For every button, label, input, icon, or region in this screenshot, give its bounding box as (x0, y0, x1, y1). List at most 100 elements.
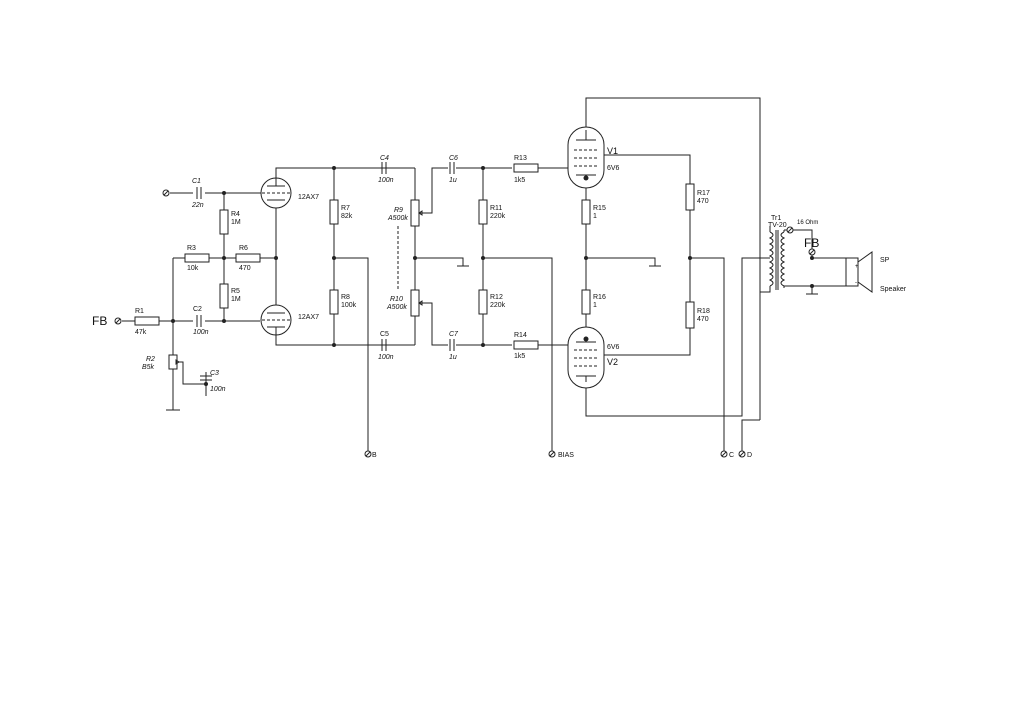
r6-value: 470 (239, 265, 251, 272)
r3-body (184, 253, 210, 263)
v2-ref: V2 (607, 357, 618, 367)
r15-body (581, 199, 591, 225)
c-label: C (729, 452, 734, 459)
r2-body (168, 354, 178, 370)
r7-ref: R7 (341, 205, 350, 212)
r4-ref: R4 (231, 211, 240, 218)
speaker-symbol (845, 251, 873, 293)
v2-value: 6V6 (607, 344, 620, 351)
r8-ref: R8 (341, 294, 350, 301)
tube-12ax7-lower (260, 304, 292, 336)
r16-body (581, 289, 591, 315)
r10-ref: R10 (390, 296, 403, 303)
c5-ref: C5 (380, 331, 389, 338)
r3-ref: R3 (187, 245, 196, 252)
r8-value: 100k (341, 302, 357, 309)
speaker-value: Speaker (880, 286, 907, 293)
c5-value: 100n (378, 354, 394, 361)
r11-value: 220k (490, 213, 506, 220)
r9-ref: R9 (394, 207, 403, 214)
c3-plates (200, 375, 212, 381)
r18-body (685, 301, 695, 329)
r5-ref: R5 (231, 288, 240, 295)
r15-value: 1 (593, 213, 597, 220)
speaker-ref: SP (880, 257, 890, 264)
c1-ref: C1 (192, 178, 201, 185)
capacitors (196, 162, 455, 381)
c1-value: 22n (191, 202, 204, 209)
b-label: B (372, 452, 377, 459)
d-label: D (747, 452, 752, 459)
tubes (260, 126, 606, 389)
tr1-ref: Tr1 (771, 215, 781, 222)
fb-out-label: FB (804, 236, 819, 250)
r2-value: B5k (142, 364, 155, 371)
c3-value: 100n (210, 386, 226, 393)
bias-label: BIAS (558, 452, 574, 459)
r13-ref: R13 (514, 155, 527, 162)
v1-value: 6V6 (607, 165, 620, 172)
r9-body (410, 199, 420, 227)
r1-ref: R1 (135, 308, 144, 315)
r4-body (219, 209, 229, 235)
fb-in-label: FB (92, 314, 107, 328)
r13-body (513, 163, 539, 173)
speaker-plus: + (855, 264, 859, 270)
tr1-value: TV-20 (768, 222, 787, 229)
output-transformer (760, 226, 786, 293)
labels: FB R1 47k R2 B5k C1 22n R4 1M R3 10k R6 … (92, 146, 907, 459)
r17-body (685, 183, 695, 211)
c7-value: 1u (449, 354, 457, 361)
c7-plates (449, 339, 455, 351)
resistors (134, 163, 695, 370)
r10-value: A500k (386, 304, 407, 311)
tube-upper-label: 12AX7 (298, 194, 319, 201)
r5-value: 1M (231, 296, 241, 303)
r1-value: 47k (135, 329, 147, 336)
tube-lower-label: 12AX7 (298, 314, 319, 321)
r6-ref: R6 (239, 245, 248, 252)
r15-ref: R15 (593, 205, 606, 212)
r7-value: 82k (341, 213, 353, 220)
c6-value: 1u (449, 177, 457, 184)
r3-value: 10k (187, 265, 199, 272)
r14-body (513, 340, 539, 350)
r4-value: 1M (231, 219, 241, 226)
r12-ref: R12 (490, 294, 503, 301)
tr1-secondary-label: 16 Ohm (797, 220, 818, 226)
r12-value: 220k (490, 302, 506, 309)
c1-plates (196, 187, 202, 199)
r9-value: A500k (387, 215, 408, 222)
c3-ref: C3 (210, 370, 219, 377)
wiring (122, 97, 846, 452)
r17-value: 470 (697, 198, 709, 205)
r6-body (235, 253, 261, 263)
r16-value: 1 (593, 302, 597, 309)
c4-value: 100n (378, 177, 394, 184)
v1-ref: V1 (607, 146, 618, 156)
r10-body (410, 289, 420, 317)
junctions (171, 166, 814, 386)
r11-body (478, 199, 488, 225)
c2-ref: C2 (193, 306, 202, 313)
tube-12ax7-upper (260, 177, 292, 209)
r16-ref: R16 (593, 294, 606, 301)
r10-wiper (418, 300, 423, 306)
r18-ref: R18 (697, 308, 710, 315)
c2-plates (196, 315, 202, 327)
c4-ref: C4 (380, 155, 389, 162)
r11-ref: R11 (490, 205, 502, 212)
r14-value: 1k5 (514, 353, 525, 360)
r14-ref: R14 (514, 332, 527, 339)
r8-body (329, 289, 339, 315)
r18-value: 470 (697, 316, 709, 323)
tube-v1-6v6 (567, 126, 606, 189)
ground-symbols (167, 265, 818, 411)
r5-body (219, 283, 229, 309)
r7-body (329, 199, 339, 225)
r17-ref: R17 (697, 190, 710, 197)
r13-value: 1k5 (514, 177, 525, 184)
r12-body (478, 289, 488, 315)
c6-ref: C6 (449, 155, 458, 162)
